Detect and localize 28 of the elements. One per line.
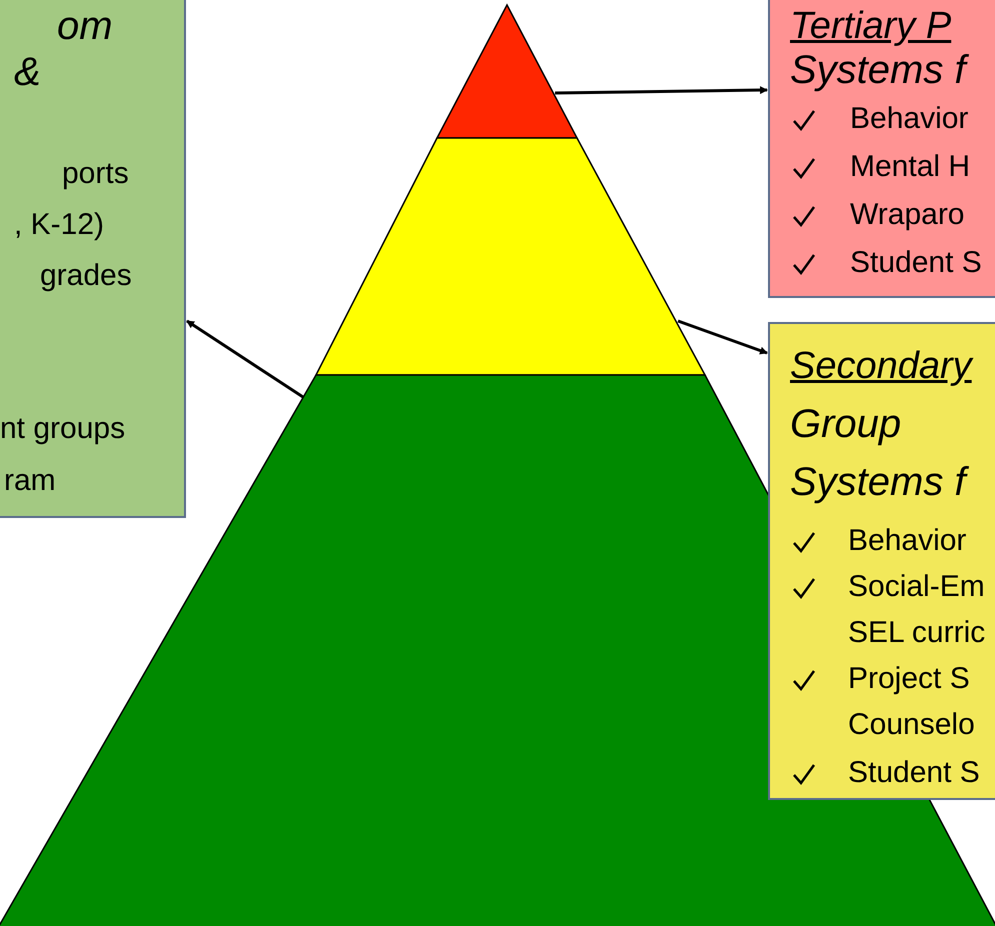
arrow xyxy=(554,86,768,94)
list-item-text: Student S xyxy=(850,245,982,281)
list-item-text: SEL curric xyxy=(848,615,986,651)
list-item-text: Behavior xyxy=(850,101,968,137)
text-box xyxy=(768,322,995,800)
heading-text: & xyxy=(14,49,41,96)
list-item-text: nt groups xyxy=(0,411,126,447)
list-item-text: Mental H xyxy=(850,149,970,185)
list-item-text: grades xyxy=(40,258,132,294)
pyramid-middle-tier xyxy=(314,137,706,376)
heading-text: Tertiary P xyxy=(790,4,952,49)
list-item-text: Behavior xyxy=(848,523,966,559)
list-item-text: Social-Em xyxy=(848,569,985,605)
arrow xyxy=(678,320,768,354)
text-box xyxy=(768,0,995,298)
pyramid-top-tier xyxy=(436,3,578,139)
arrow xyxy=(186,320,304,398)
list-item-text: ram xyxy=(4,463,56,499)
heading-text: Secondary xyxy=(790,344,972,389)
list-item-text: Project S xyxy=(848,661,970,697)
heading-text: Group xyxy=(790,401,902,448)
list-item-text: ports xyxy=(62,156,129,192)
list-item-text: Counselo xyxy=(848,707,975,743)
list-item-text: Wraparo xyxy=(850,197,964,233)
heading-text: om xyxy=(57,3,113,50)
list-item-text: Student S xyxy=(848,755,980,791)
text-box xyxy=(0,0,186,518)
list-item-text: , K-12) xyxy=(14,207,104,243)
